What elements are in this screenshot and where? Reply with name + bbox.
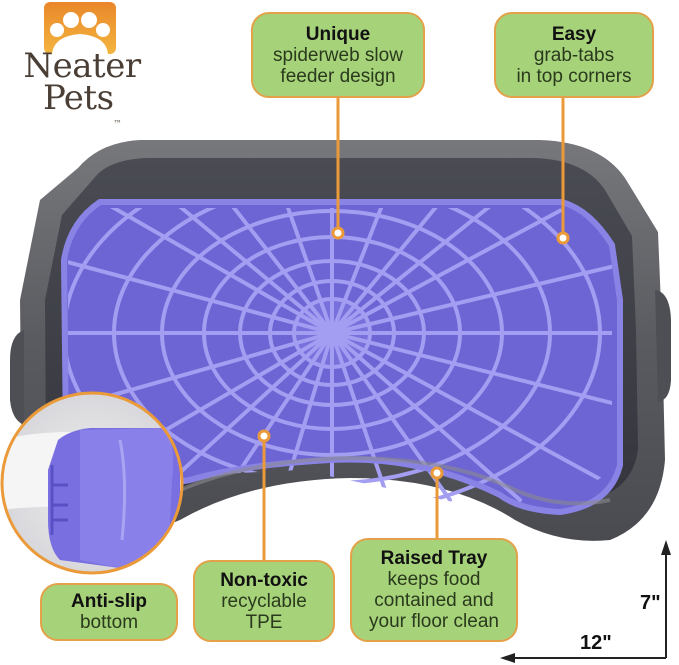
dimension-height: 7" [640,592,661,614]
dimension-width: 12" [580,632,612,654]
callout-title: Anti-slip [71,591,147,612]
brand-name-line2-wrap: Pets™ [12,81,152,128]
dimension-arrows [500,540,671,663]
callout-desc: spiderweb slow [273,44,403,66]
callout-desc: bottom [79,612,139,633]
callout-antislip: Anti-slip bottom [40,583,178,641]
callout-desc: in top corners [516,65,632,87]
callout-dots [257,226,570,480]
trademark: ™ [113,119,122,128]
callout-title: Easy [551,23,597,45]
brand-logo: Neater Pets™ [12,46,152,128]
anti-slip-detail-zoom [0,391,184,575]
callout-desc: keeps food [387,569,481,590]
brand-name-line2: Pets [42,78,114,118]
callout-title: Non-toxic [220,569,308,591]
callout-title: Raised Tray [380,548,488,569]
callout-unique: Unique spiderweb slow feeder design [251,12,425,98]
callout-easy: Easy grab-tabs in top corners [494,12,654,98]
callout-desc: your floor clean [369,611,499,632]
callout-desc: recyclable [221,590,307,612]
callout-desc: feeder design [280,65,396,87]
callout-nontoxic: Non-toxic recyclable TPE [193,560,335,642]
callout-desc: contained and [374,590,494,611]
callout-title: Unique [305,23,371,45]
brand-name-line1: Neater [23,46,141,86]
callout-leader-lines [262,98,565,560]
callout-desc: TPE [245,611,283,633]
callout-desc: grab-tabs [533,44,615,66]
paw-icon [44,2,116,54]
callout-raised-tray: Raised Tray keeps food contained and you… [350,538,518,642]
